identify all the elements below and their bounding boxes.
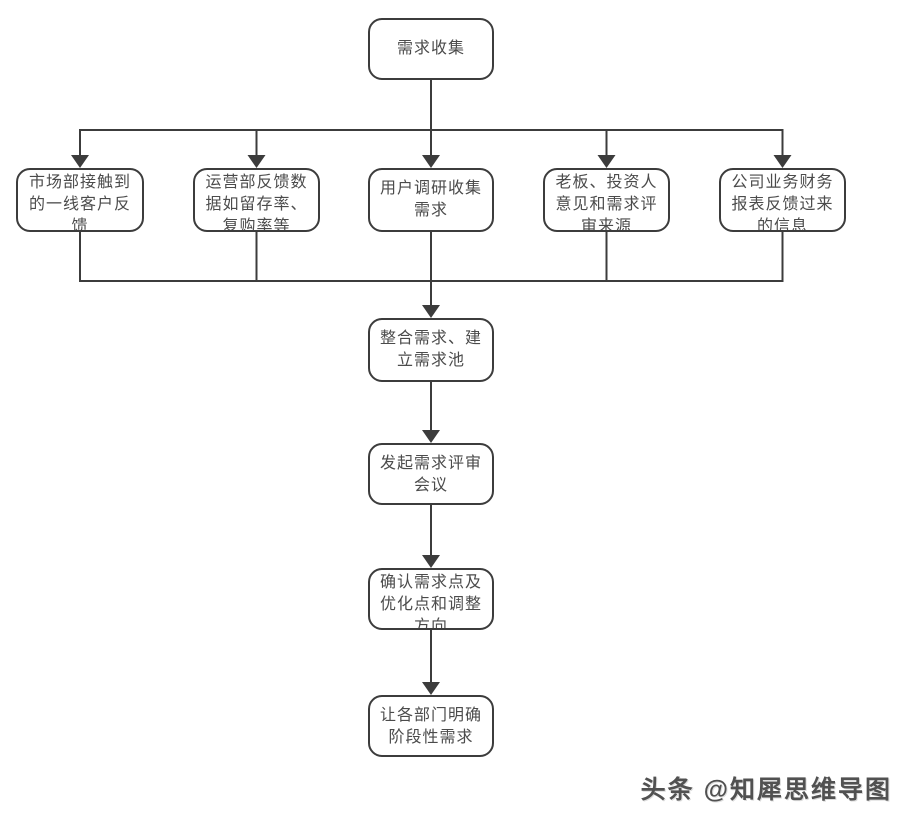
arrowhead-s2: [247, 155, 266, 168]
arrowhead-f2: [422, 430, 440, 443]
flow-node-confirm-points: 确认需求点及 优化点和调整 方向: [368, 568, 494, 630]
arrowhead-s1: [71, 155, 89, 168]
arrowhead-f3: [422, 555, 440, 568]
flow-node-review-meeting: 发起需求评审 会议: [368, 443, 494, 505]
flow-node-boss-investor-opinion: 老板、投资人 意见和需求评 审来源: [543, 168, 670, 232]
watermark-text: 头条 @知犀思维导图: [640, 776, 892, 804]
flow-node-operations-data: 运营部反馈数 据如留存率、 复购率等: [193, 168, 320, 232]
flow-node-financial-report-info: 公司业务财务 报表反馈过来 的信息: [719, 168, 846, 232]
arrowhead-s5: [773, 155, 792, 168]
flow-node-department-stage-requirements: 让各部门明确 阶段性需求: [368, 695, 494, 757]
arrowhead-f1: [422, 305, 440, 318]
arrowhead-s4: [597, 155, 616, 168]
flow-node-user-research: 用户调研收集 需求: [368, 168, 494, 232]
arrowhead-f4: [422, 682, 440, 695]
arrowhead-s3: [422, 155, 440, 168]
flow-node-requirement-collection: 需求收集: [368, 18, 494, 80]
flow-node-build-requirement-pool: 整合需求、建 立需求池: [368, 318, 494, 382]
flow-node-marketing-feedback: 市场部接触到 的一线客户反 馈: [16, 168, 144, 232]
